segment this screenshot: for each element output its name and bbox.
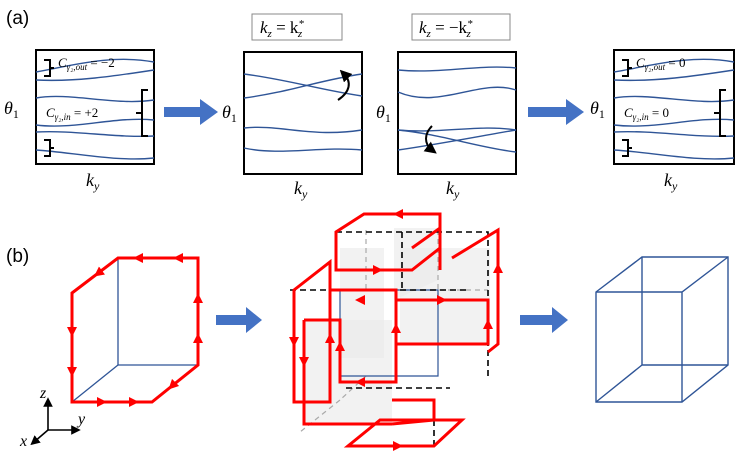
box-3-rotation-arrow: [423, 125, 437, 154]
box-4-brace-top: [622, 59, 632, 77]
box-4-frame: [613, 49, 735, 165]
axis-triad: z y x: [19, 385, 86, 450]
kz-minus-label: kz = −k*z: [419, 18, 473, 40]
box-1-ky-label: ky: [86, 170, 100, 193]
y-axis-label: y: [76, 411, 86, 428]
band-box-2: θ1 ky: [222, 51, 363, 201]
kz-plus-frame: [251, 13, 343, 41]
box-3-theta-label: θ1: [376, 102, 391, 125]
kz-plus-label: kz = k*z: [260, 18, 304, 40]
box-4-brace-right: [714, 89, 726, 137]
box-4-brace-bottom: [622, 139, 632, 157]
panel-b-label: (b): [6, 246, 29, 267]
x-axis-arrow: [30, 429, 49, 446]
box-1-brace-bottom: [44, 139, 54, 157]
box-2-frame: [243, 51, 363, 175]
cube-1: [67, 253, 203, 407]
x-axis-label: x: [19, 433, 27, 450]
box-2-theta-label: θ1: [222, 102, 237, 125]
panel-a-label: (a): [6, 8, 29, 29]
process-arrow-a2: [528, 99, 584, 125]
process-arrow-a1: [164, 99, 218, 125]
box-1-c-out: Cγ₂,out = −2: [58, 55, 115, 72]
cube-2-decomposed: [289, 209, 503, 451]
box-3-frame: [397, 51, 517, 175]
cube-2-hinge-arrows: [289, 209, 503, 451]
box-3-bands: [397, 66, 517, 153]
box-4-theta-label: θ1: [590, 98, 605, 121]
box-2-ky-label: ky: [294, 178, 308, 201]
process-arrow-b1: [216, 307, 262, 333]
box-1-theta-label: θ1: [4, 98, 19, 121]
box-1-frame: [35, 49, 155, 165]
cube-2-dashed-edges: [290, 231, 489, 446]
box-4-c-out: Cγ₂,out = 0: [636, 55, 685, 72]
z-axis-label: z: [39, 385, 47, 402]
box-2-bands: [243, 73, 363, 152]
box-2-rotation-arrow: [337, 69, 353, 101]
box-1-brace-top: [44, 59, 54, 77]
box-1-c-in: Cγ₂,in = +2: [46, 105, 98, 122]
box-4-c-in: Cγ₂,in = 0: [624, 105, 669, 122]
box-1-brace-right: [136, 89, 148, 137]
process-arrow-b2: [520, 307, 568, 333]
box-3-ky-label: ky: [446, 178, 460, 201]
band-box-4: Cγ₂,out = 0 Cγ₂,in = 0 θ1 ky: [590, 49, 735, 193]
box-4-ky-label: ky: [664, 170, 678, 193]
cube-1-hinge-arrows: [67, 253, 203, 407]
band-box-1: Cγ₂,out = −2 Cγ₂,in = +2 θ1 ky: [4, 49, 155, 193]
band-box-3: θ1 ky: [376, 51, 517, 201]
kz-minus-frame: [411, 13, 511, 41]
cube-1-hinge-loop: [70, 256, 200, 404]
cube-3: [595, 256, 729, 403]
